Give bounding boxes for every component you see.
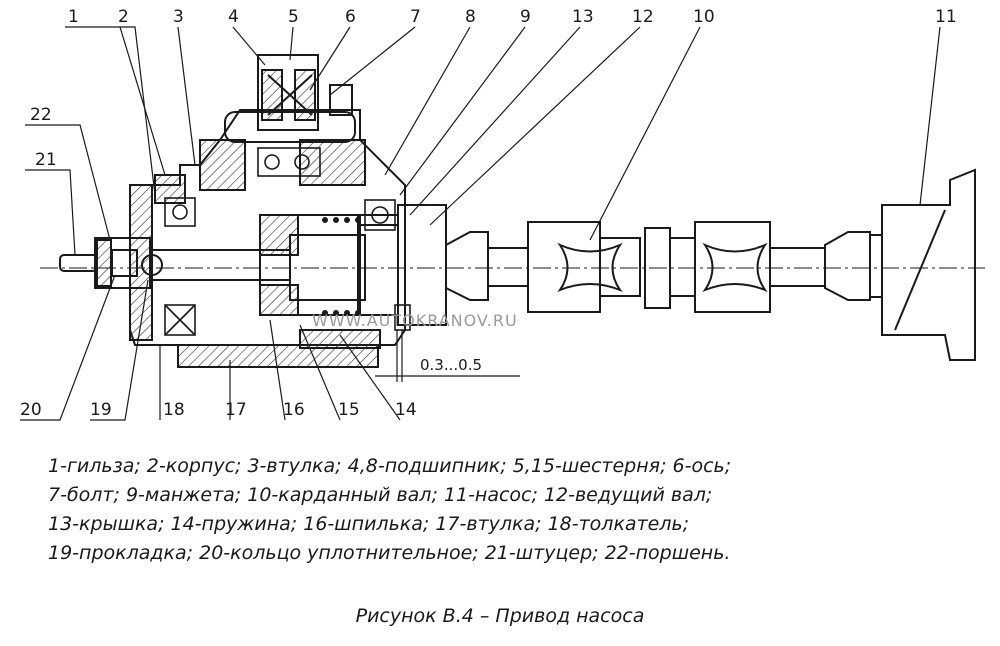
callout-22: 22 xyxy=(30,105,52,125)
callout-13: 13 xyxy=(572,7,594,27)
callout-19: 19 xyxy=(90,400,112,420)
legend-line: 7-болт; 9-манжета; 10-карданный вал; 11-… xyxy=(48,484,713,506)
pump-drive-drawing: 0.3...0.5 WWW.AUTOKRANOV.RU 1 2 3 4 5 6 xyxy=(20,7,985,421)
watermark: WWW.AUTOKRANOV.RU xyxy=(312,311,518,330)
axle xyxy=(224,84,356,143)
technical-drawing-svg: 0.3...0.5 WWW.AUTOKRANOV.RU 1 2 3 4 5 6 xyxy=(20,7,985,421)
callout-11: 11 xyxy=(935,7,957,27)
drive-shaft xyxy=(445,221,883,313)
callout-6: 6 xyxy=(345,7,356,27)
figure-caption: Рисунок В.4 – Привод насоса xyxy=(355,605,645,627)
callout-21: 21 xyxy=(35,150,57,170)
piston-cylinder xyxy=(59,237,163,289)
callout-12: 12 xyxy=(632,7,654,27)
spring xyxy=(322,217,361,316)
callout-14: 14 xyxy=(395,400,417,420)
main-shaft xyxy=(149,204,447,326)
callout-15: 15 xyxy=(338,400,360,420)
callout-8: 8 xyxy=(465,7,476,27)
gap-dimension xyxy=(375,330,520,382)
bearings xyxy=(164,147,411,336)
callout-3: 3 xyxy=(173,7,184,27)
parts-legend: 1-гильза; 2-корпус; 3-втулка; 4,8-подшип… xyxy=(48,452,988,568)
callout-10: 10 xyxy=(693,7,715,27)
dimension-label: 0.3...0.5 xyxy=(420,356,482,374)
callout-5: 5 xyxy=(288,7,299,27)
callout-20: 20 xyxy=(20,400,42,420)
callout-18: 18 xyxy=(163,400,185,420)
pump xyxy=(881,168,976,361)
callout-17: 17 xyxy=(225,400,247,420)
legend-line: 13-крышка; 14-пружина; 16-шпилька; 17-вт… xyxy=(48,513,690,535)
upper-gear xyxy=(257,54,319,131)
leader-lines xyxy=(20,26,941,421)
callout-labels: 1 2 3 4 5 6 7 8 9 13 12 10 11 22 21 20 1… xyxy=(20,7,957,420)
legend-line: 19-прокладка; 20-кольцо уплотнительное; … xyxy=(48,542,731,564)
callout-16: 16 xyxy=(283,400,305,420)
callout-2: 2 xyxy=(118,7,129,27)
callout-1: 1 xyxy=(68,7,79,27)
callout-7: 7 xyxy=(410,7,421,27)
legend-line: 1-гильза; 2-корпус; 3-втулка; 4,8-подшип… xyxy=(48,455,732,477)
callout-4: 4 xyxy=(228,7,239,27)
callout-9: 9 xyxy=(520,7,531,27)
